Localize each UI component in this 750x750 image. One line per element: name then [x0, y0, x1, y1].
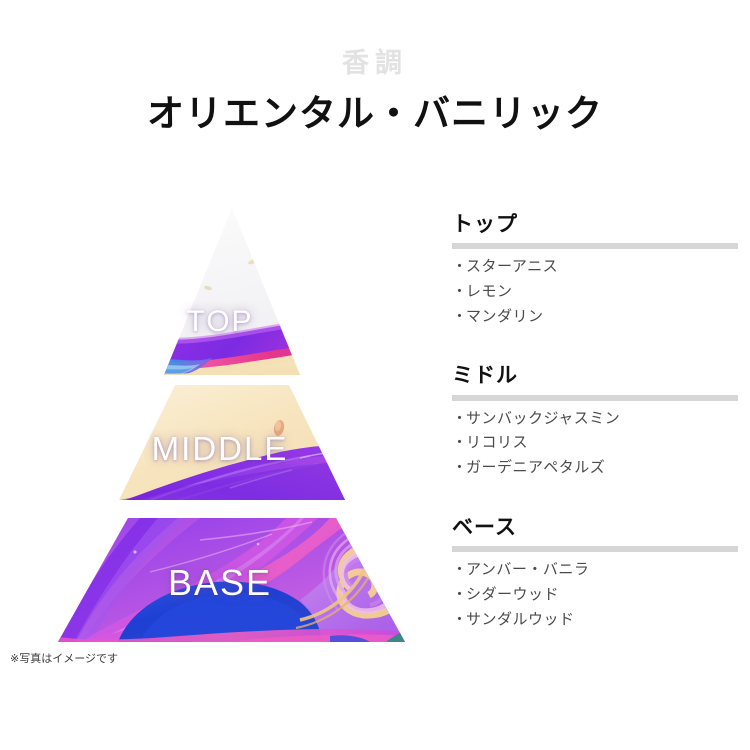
note-item-label: ガーデニアペタルズ: [466, 459, 606, 477]
bullet-icon: ・: [452, 459, 468, 477]
image-disclaimer-note: ※写真はイメージです: [10, 653, 118, 665]
list-item: ・サンバックジャスミン: [452, 407, 738, 432]
list-item: ・リコリス: [452, 431, 738, 456]
note-item-label: サンバックジャスミン: [466, 409, 621, 427]
note-list-base: ・アンバー・バニラ ・シダーウッド ・サンダルウッド: [452, 558, 738, 632]
list-item: ・スターアニス: [452, 255, 738, 280]
page-kicker: 香調: [342, 48, 408, 78]
list-item: ・ガーデニアペタルズ: [452, 456, 738, 481]
list-item: ・レモン: [452, 280, 738, 305]
list-item: ・アンバー・バニラ: [452, 558, 738, 583]
list-item: ・サンダルウッド: [452, 608, 738, 633]
note-heading-base: ベース: [452, 515, 517, 539]
list-item: ・マンダリン: [452, 305, 738, 330]
note-item-label: レモン: [466, 282, 513, 300]
bullet-icon: ・: [452, 307, 468, 325]
bullet-icon: ・: [452, 585, 468, 603]
note-divider-base: [452, 546, 738, 553]
bullet-icon: ・: [452, 409, 468, 427]
note-heading-middle: ミドル: [452, 364, 518, 388]
note-item-label: シダーウッド: [466, 585, 560, 603]
pyramid-graphic: [58, 208, 405, 642]
note-item-label: リコリス: [466, 434, 529, 452]
note-block-middle: ミドル ・サンバックジャスミン ・リコリス ・ガーデニアペタルズ: [452, 363, 738, 480]
note-item-label: マンダリン: [466, 307, 544, 325]
page-header: 香調 オリエンタル・バニリック: [0, 0, 750, 136]
note-item-label: スターアニス: [466, 258, 559, 276]
pyramid-tier-middle: [119, 385, 345, 500]
fragrance-notes-column: トップ ・スターアニス ・レモン ・マンダリン ミドル ・サンバックジャスミン …: [452, 212, 738, 632]
note-heading-top: トップ: [452, 213, 518, 236]
pyramid-tier-top: [164, 208, 300, 375]
bullet-icon: ・: [452, 561, 468, 579]
bullet-icon: ・: [452, 434, 468, 452]
note-list-top: ・スターアニス ・レモン ・マンダリン: [452, 255, 738, 329]
note-list-middle: ・サンバックジャスミン ・リコリス ・ガーデニアペタルズ: [452, 407, 738, 481]
pyramid-tier-base: [58, 518, 405, 642]
note-block-top: トップ ・スターアニス ・レモン ・マンダリン: [452, 212, 738, 329]
note-divider-top: [452, 243, 738, 250]
bullet-icon: ・: [452, 258, 468, 276]
note-divider-middle: [452, 394, 738, 401]
bullet-icon: ・: [452, 282, 468, 300]
note-item-label: アンバー・バニラ: [466, 561, 590, 579]
page-title: オリエンタル・バニリック: [147, 93, 603, 134]
bullet-icon: ・: [452, 610, 468, 628]
fragrance-pyramid: TOP MIDDLE BASE: [0, 200, 440, 660]
note-item-label: サンダルウッド: [466, 610, 575, 628]
note-block-base: ベース ・アンバー・バニラ ・シダーウッド ・サンダルウッド: [452, 515, 738, 632]
list-item: ・シダーウッド: [452, 583, 738, 608]
